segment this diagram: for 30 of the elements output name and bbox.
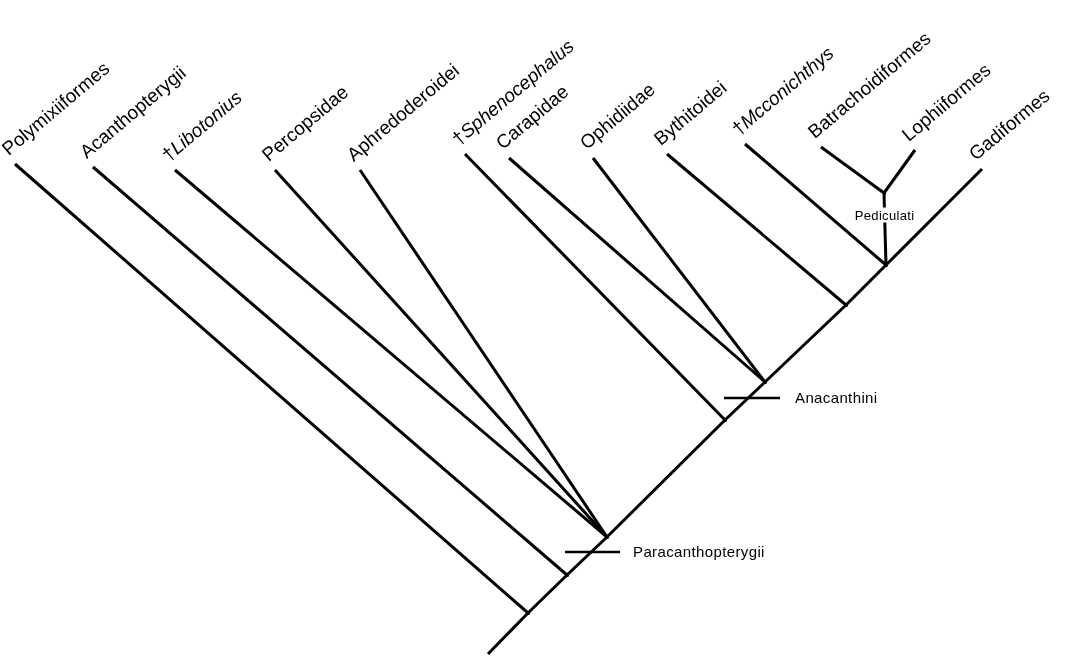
clade-name: Anacanthini (795, 389, 878, 407)
branch-line (844, 263, 888, 307)
clade-name: Pediculati (853, 207, 916, 223)
branch-line (591, 157, 767, 383)
branch-line (882, 149, 917, 194)
branch-point (844, 303, 848, 307)
branch-line (508, 156, 766, 384)
branch-line (723, 380, 767, 422)
branch-point (884, 263, 888, 267)
branch-line (463, 152, 727, 422)
branch-line (565, 535, 609, 577)
branch-point (565, 573, 569, 577)
branch-point (723, 418, 727, 422)
branch-line (744, 142, 887, 267)
branch-line (884, 167, 984, 267)
branch-line (174, 168, 608, 539)
branch-point (526, 611, 530, 615)
branch-line (92, 165, 568, 577)
branch-line (666, 152, 847, 307)
branch-line (486, 611, 530, 656)
branch-line (358, 169, 609, 538)
branch-line (605, 418, 727, 539)
branch-line (14, 162, 529, 615)
branch-point (605, 535, 609, 539)
branch-line (526, 573, 569, 615)
branch-line (820, 145, 885, 195)
clade-name: Paracanthopterygii (633, 543, 765, 561)
branch-line (763, 303, 848, 384)
branch-point (763, 380, 767, 384)
branch-point (882, 191, 886, 195)
